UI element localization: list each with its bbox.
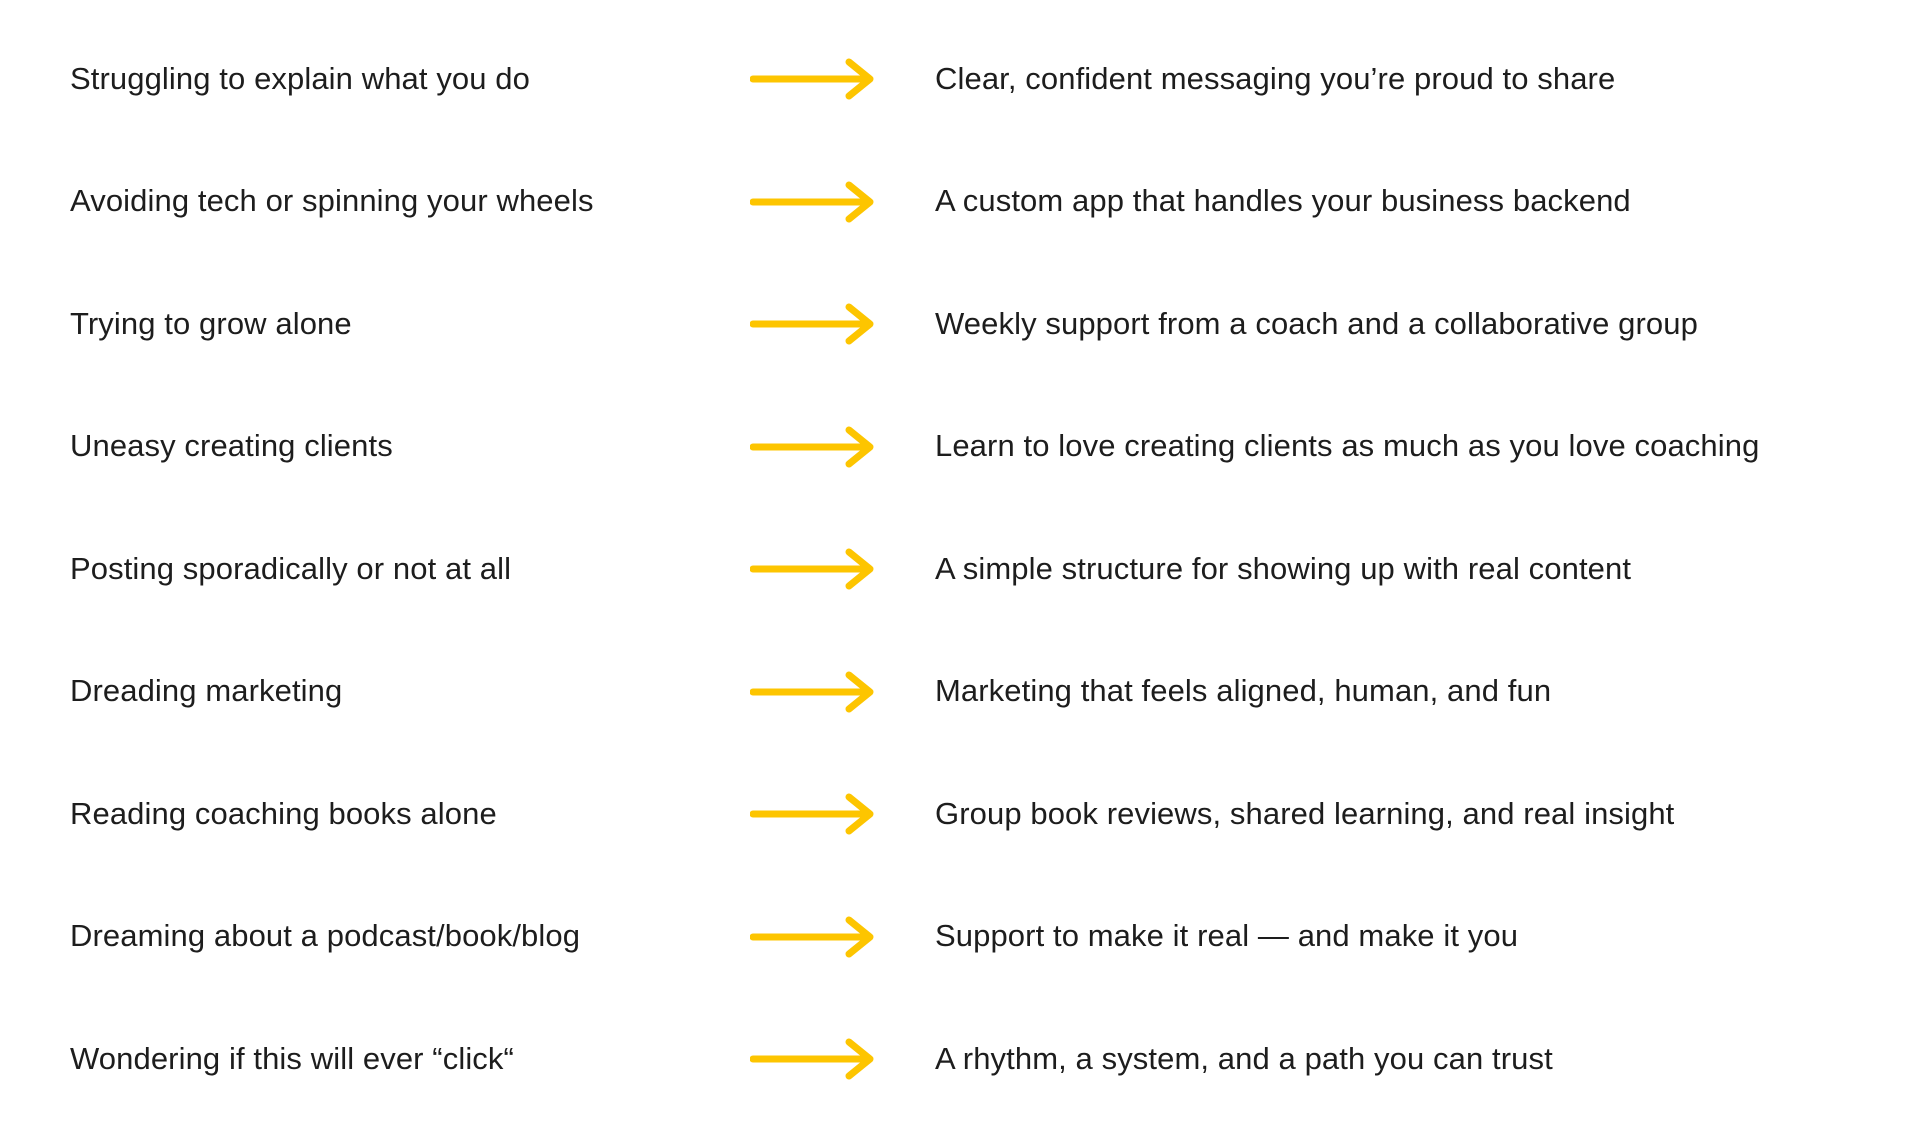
arrow-cell bbox=[750, 302, 925, 346]
arrow-cell bbox=[750, 425, 925, 469]
right-arrow-icon-7 bbox=[750, 793, 874, 835]
right-arrow-icon-6 bbox=[750, 671, 874, 713]
right-arrow-icon-9 bbox=[750, 1038, 874, 1080]
right-arrow-icon-4 bbox=[750, 426, 874, 468]
transformation-row-4: Uneasy creating clients Learn to love cr… bbox=[0, 386, 1920, 509]
right-arrow-icon-8 bbox=[750, 916, 874, 958]
before-state-label-9: Wondering if this will ever “click“ bbox=[70, 1040, 514, 1076]
after-state-label-5: A simple structure for showing up with r… bbox=[935, 550, 1632, 586]
arrow-cell bbox=[750, 180, 925, 224]
arrow-cell bbox=[750, 57, 925, 101]
arrow-cell bbox=[750, 547, 925, 591]
transformation-row-1: Struggling to explain what you do Clear,… bbox=[0, 18, 1920, 141]
after-state-label-3: Weekly support from a coach and a collab… bbox=[935, 305, 1698, 341]
right-arrow-icon-1 bbox=[750, 58, 874, 100]
before-state-label-7: Reading coaching books alone bbox=[70, 795, 497, 831]
transformation-row-7: Reading coaching books alone Group book … bbox=[0, 753, 1920, 876]
right-arrow-icon-3 bbox=[750, 303, 874, 345]
after-state-label-4: Learn to love creating clients as much a… bbox=[935, 428, 1760, 464]
after-state-label-7: Group book reviews, shared learning, and… bbox=[935, 795, 1675, 831]
after-state-label-8: Support to make it real — and make it yo… bbox=[935, 918, 1519, 954]
transformation-row-6: Dreading marketing Marketing that feels … bbox=[0, 631, 1920, 754]
before-state-label-8: Dreaming about a podcast/book/blog bbox=[70, 918, 581, 954]
before-state-label-3: Trying to grow alone bbox=[70, 305, 352, 341]
transformation-row-8: Dreaming about a podcast/book/blog Suppo… bbox=[0, 876, 1920, 999]
transformation-row-2: Avoiding tech or spinning your wheels A … bbox=[0, 141, 1920, 264]
after-state-label-9: A rhythm, a system, and a path you can t… bbox=[935, 1040, 1553, 1076]
arrow-cell bbox=[750, 915, 925, 959]
after-state-label-6: Marketing that feels aligned, human, and… bbox=[935, 673, 1552, 709]
arrow-cell bbox=[750, 1037, 925, 1081]
before-state-label-4: Uneasy creating clients bbox=[70, 428, 393, 464]
right-arrow-icon-5 bbox=[750, 548, 874, 590]
arrow-cell bbox=[750, 792, 925, 836]
before-state-label-6: Dreading marketing bbox=[70, 673, 343, 709]
transformation-list: Struggling to explain what you do Clear,… bbox=[0, 18, 1920, 1080]
transformation-row-9: Wondering if this will ever “click“ A rh… bbox=[0, 998, 1920, 1121]
after-state-label-2: A custom app that handles your business … bbox=[935, 183, 1631, 219]
before-state-label-5: Posting sporadically or not at all bbox=[70, 550, 512, 586]
after-state-label-1: Clear, confident messaging you’re proud … bbox=[935, 60, 1616, 96]
transformation-row-5: Posting sporadically or not at all A sim… bbox=[0, 508, 1920, 631]
transformation-row-3: Trying to grow alone Weekly support from… bbox=[0, 263, 1920, 386]
arrow-cell bbox=[750, 670, 925, 714]
before-state-label-1: Struggling to explain what you do bbox=[70, 60, 530, 96]
right-arrow-icon-2 bbox=[750, 181, 874, 223]
before-state-label-2: Avoiding tech or spinning your wheels bbox=[70, 183, 594, 219]
